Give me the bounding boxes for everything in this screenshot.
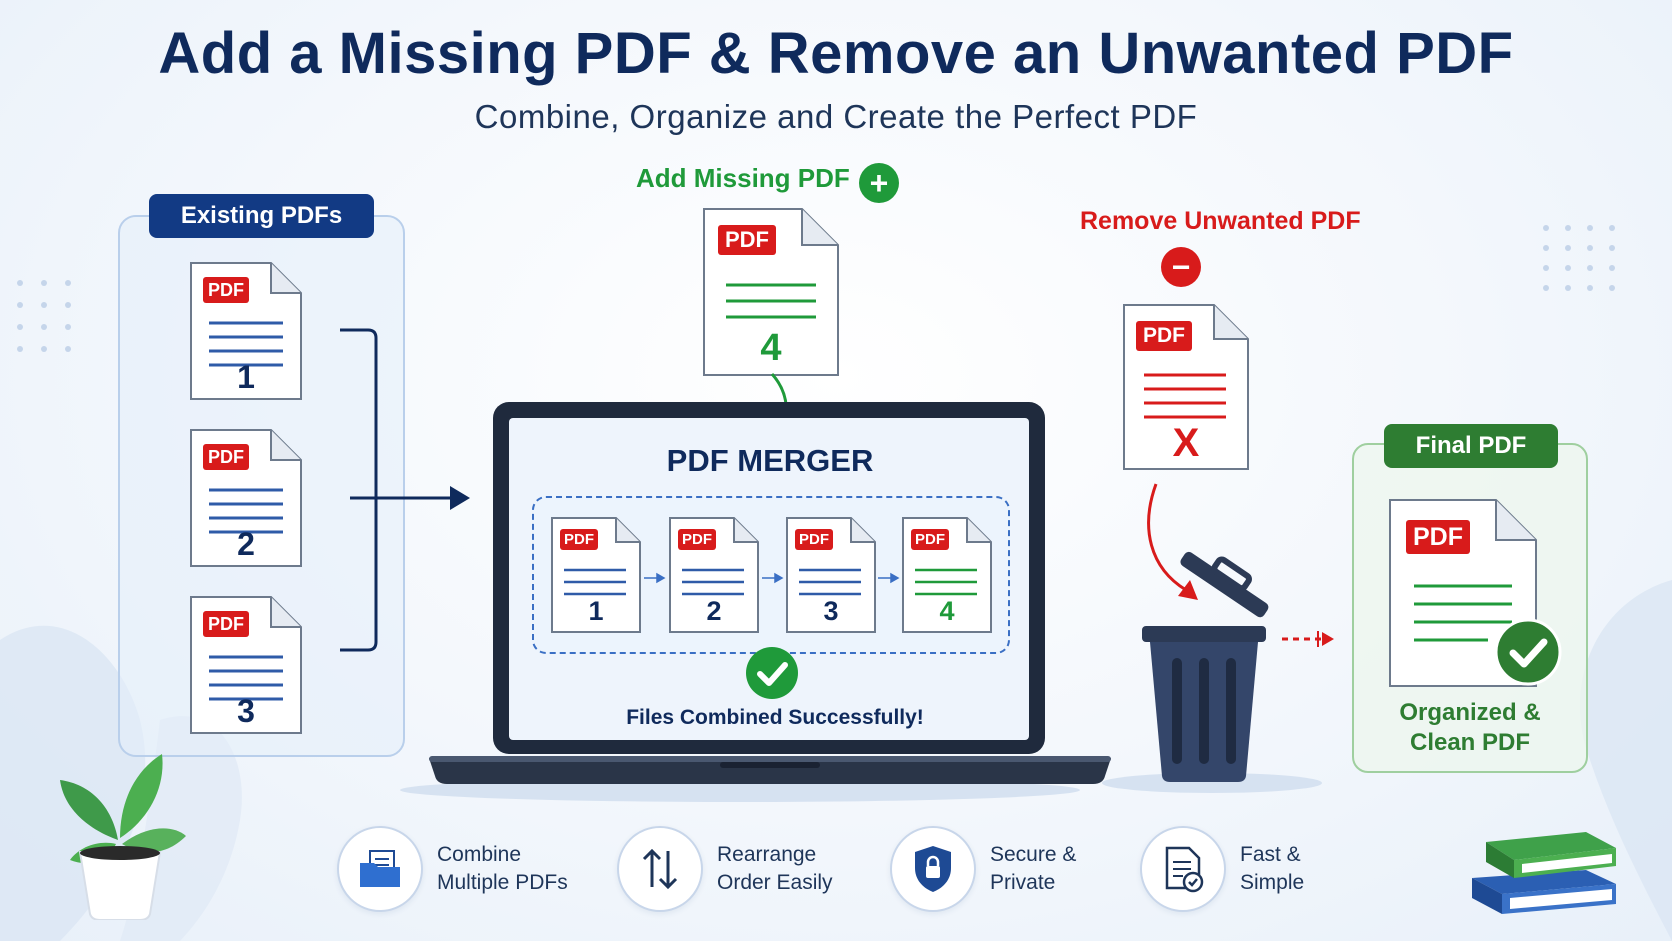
pdf-tag: PDF xyxy=(718,225,776,255)
doc-number: 3 xyxy=(237,693,255,729)
merger-title: PDF MERGER xyxy=(666,443,874,478)
doc-number: 3 xyxy=(823,596,839,626)
feature-fast: Fast & Simple xyxy=(1140,826,1390,912)
feature-rearrange: Rearrange Order Easily xyxy=(617,826,867,912)
doc-number: 2 xyxy=(706,596,722,626)
existing-pdf-2[interactable]: PDF 2 xyxy=(189,428,303,568)
sequence-arrows xyxy=(644,572,900,584)
pdf-tag: PDF xyxy=(203,444,249,470)
doc-number: 1 xyxy=(588,596,604,626)
feature-line1: Combine xyxy=(437,843,522,866)
trash-arrow xyxy=(1147,483,1198,600)
feature-line2: Multiple PDFs xyxy=(437,871,568,894)
merger-pdf-4[interactable]: PDF 4 xyxy=(901,516,993,634)
page-subtitle: Combine, Organize and Create the Perfect… xyxy=(474,98,1198,135)
folder-document-icon xyxy=(337,826,423,912)
existing-pdfs-badge: Existing PDFs xyxy=(149,194,374,238)
feature-text: Secure & Private xyxy=(990,841,1140,897)
pdf-tag: PDF xyxy=(1136,321,1192,351)
shield-lock-icon xyxy=(890,826,976,912)
pdf-tag: PDF xyxy=(203,277,249,303)
doc-number: 4 xyxy=(760,327,782,369)
feature-text: Combine Multiple PDFs xyxy=(437,841,587,897)
reject-mark: X xyxy=(1172,421,1200,465)
feature-combine: Combine Multiple PDFs xyxy=(337,826,587,912)
doc-number: 2 xyxy=(237,526,255,562)
pdf-tag: PDF xyxy=(795,529,833,550)
merge-bracket-arrow xyxy=(340,328,470,652)
final-caption-line2: Clean PDF xyxy=(1409,729,1531,756)
plant-illustration xyxy=(60,754,186,920)
final-check-icon xyxy=(1494,618,1562,686)
feature-line2: Private xyxy=(990,871,1056,894)
success-message: Files Combined Successfully! xyxy=(626,706,924,729)
doc-number: 4 xyxy=(939,596,955,626)
page-title: Add a Missing PDF & Remove an Unwanted P… xyxy=(158,21,1514,86)
final-caption-line1: Organized & xyxy=(1399,699,1541,726)
remove-unwanted-label: Remove Unwanted PDF xyxy=(1080,207,1361,235)
pdf-tag: PDF xyxy=(911,529,949,550)
merger-pdf-1[interactable]: PDF 1 xyxy=(550,516,642,634)
feature-line1: Secure & xyxy=(990,843,1077,866)
feature-line2: Simple xyxy=(1240,871,1305,894)
pdf-tag: PDF xyxy=(560,529,598,550)
remove-pdf-button[interactable]: − xyxy=(1161,247,1201,287)
pdf-tag: PDF xyxy=(1406,520,1470,554)
feature-line1: Rearrange xyxy=(717,843,817,866)
existing-pdf-3[interactable]: PDF 3 xyxy=(189,595,303,735)
trash-can-icon xyxy=(1142,551,1269,782)
pdf-tag: PDF xyxy=(203,611,249,637)
document-check-icon xyxy=(1140,826,1226,912)
existing-pdf-1[interactable]: PDF 1 xyxy=(189,261,303,401)
final-caption: Organized & Clean PDF xyxy=(1352,698,1588,758)
feature-line2: Order Easily xyxy=(717,871,833,894)
pdf-tag: PDF xyxy=(678,529,716,550)
books-illustration xyxy=(1472,832,1616,914)
up-down-arrows-icon xyxy=(617,826,703,912)
feature-text: Fast & Simple xyxy=(1240,841,1390,897)
success-check-icon xyxy=(746,647,798,699)
merger-pdf-2[interactable]: PDF 2 xyxy=(668,516,760,634)
merger-pdf-3[interactable]: PDF 3 xyxy=(785,516,877,634)
add-pdf-button[interactable]: + xyxy=(859,163,899,203)
feature-line1: Fast & xyxy=(1240,843,1301,866)
missing-pdf-4[interactable]: PDF 4 xyxy=(702,207,840,377)
feature-secure: Secure & Private xyxy=(890,826,1140,912)
add-missing-label: Add Missing PDF xyxy=(636,163,850,193)
dashed-arrow xyxy=(1282,631,1334,647)
unwanted-pdf[interactable]: PDF X xyxy=(1122,303,1250,471)
final-pdf-badge: Final PDF xyxy=(1384,424,1558,468)
feature-text: Rearrange Order Easily xyxy=(717,841,867,897)
doc-number: 1 xyxy=(237,359,255,395)
